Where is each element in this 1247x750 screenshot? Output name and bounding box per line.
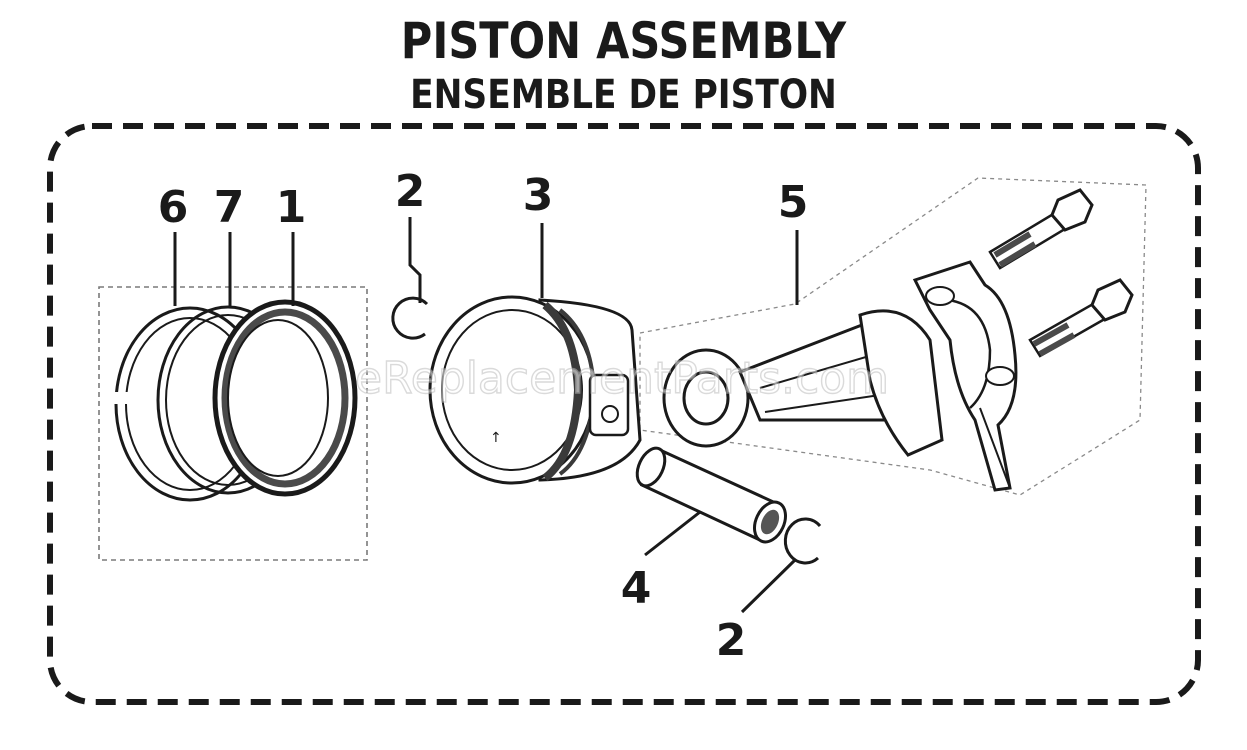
callout-ring-1: 1 <box>276 182 307 233</box>
piston-pin <box>635 446 787 544</box>
diagram-title: PISTON ASSEMBLY <box>400 12 847 70</box>
callout-ring-7: 7 <box>214 182 245 233</box>
svg-text:↑: ↑ <box>490 430 502 446</box>
callout-piston: 3 <box>523 170 554 221</box>
watermark-text: eReplacementParts.com <box>355 353 889 404</box>
rod-bolt-lower <box>1028 278 1134 358</box>
leader-lines <box>173 217 799 614</box>
rod-bolt-upper <box>988 188 1094 270</box>
diagram-subtitle: ENSEMBLE DE PISTON <box>410 72 837 118</box>
assembly-border <box>47 123 1201 705</box>
clip-top <box>391 296 429 340</box>
callout-pin: 4 <box>621 563 652 614</box>
ring-1 <box>212 299 358 497</box>
callout-clip-bottom: 2 <box>716 615 747 666</box>
connecting-rod <box>662 309 944 457</box>
callout-clip-top: 2 <box>395 166 426 217</box>
callout-ring-6: 6 <box>158 182 189 233</box>
ring-set-box <box>98 286 368 561</box>
piston: ↑ <box>428 295 642 485</box>
clip-bottom <box>783 517 822 565</box>
rod-cap <box>912 260 1018 492</box>
callout-connecting-rod: 5 <box>778 177 809 228</box>
